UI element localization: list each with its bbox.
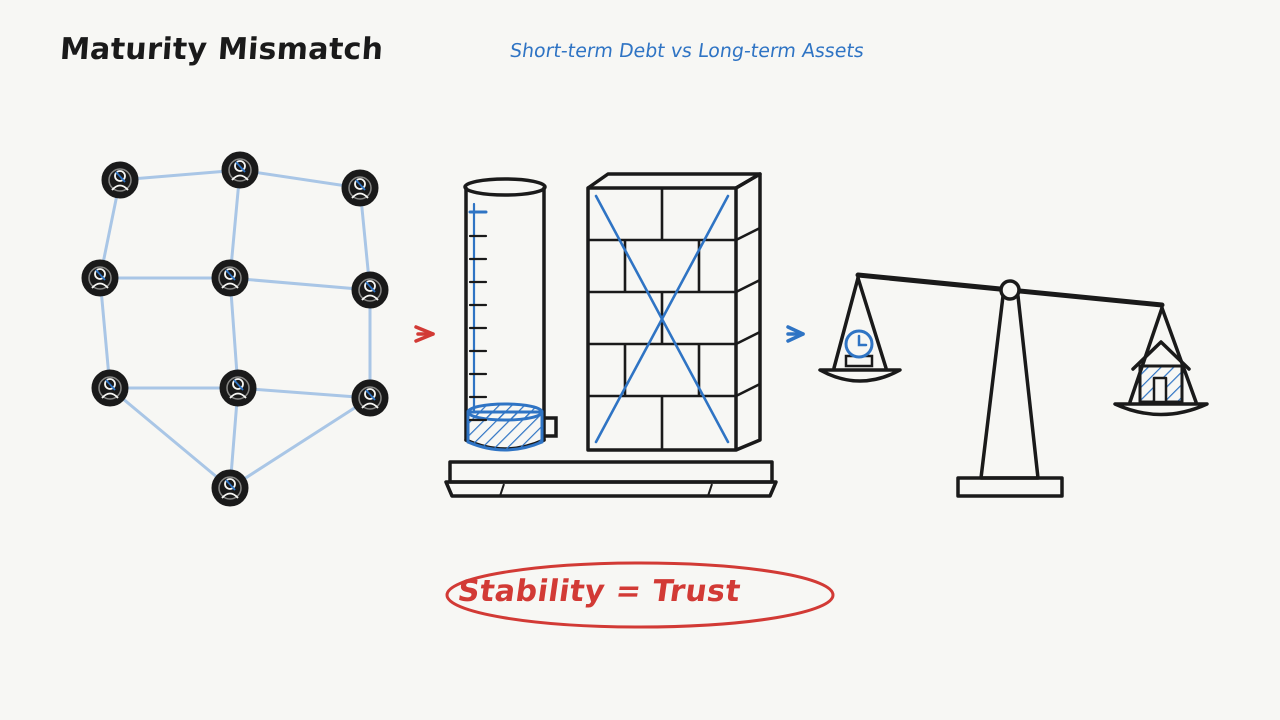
liquid-fill xyxy=(466,402,544,452)
arrow-right-icon xyxy=(786,325,805,343)
house-icon xyxy=(1131,340,1191,404)
depositor-network xyxy=(81,151,389,507)
building-cross-mark xyxy=(594,194,730,444)
conclusion-ellipse xyxy=(445,561,835,629)
arrow-right-icon xyxy=(414,325,435,343)
person-icon xyxy=(91,369,129,407)
person-icon xyxy=(221,151,259,189)
conclusion-text: Stability = Trust xyxy=(455,574,743,609)
page-title: Maturity Mismatch xyxy=(58,32,385,67)
balance-scale xyxy=(818,272,1209,498)
person-icon xyxy=(219,369,257,407)
platform-base xyxy=(444,460,778,498)
person-icon xyxy=(351,379,389,417)
page-subtitle: Short-term Debt vs Long-term Assets xyxy=(508,40,866,62)
clock-icon xyxy=(844,329,874,368)
person-icon xyxy=(211,469,249,507)
depositor-nodes xyxy=(81,151,389,507)
person-icon xyxy=(351,271,389,309)
person-icon xyxy=(341,169,379,207)
person-icon xyxy=(81,259,119,297)
person-icon xyxy=(211,259,249,297)
measurement-ticks xyxy=(468,202,488,422)
network-links xyxy=(98,168,372,490)
person-icon xyxy=(101,161,139,199)
